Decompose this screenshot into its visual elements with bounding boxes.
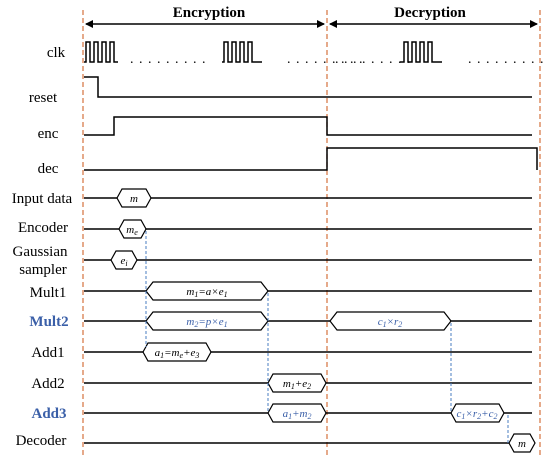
text-mult1-m1: m1=a×e1 [186,286,227,299]
text-add3-a: a1+m2 [283,408,312,421]
label-gaussian: Gaussian [13,244,68,260]
text-add1-a: a1=me+e3 [155,347,200,360]
bubble-add3-c [450,403,505,423]
text-add2-m: m1+e2 [283,378,311,391]
clk-dots-4: . . . . . . . . . [468,52,545,67]
label-decoder: Decoder [16,433,67,449]
text-add3-c: c1×r2+c2 [457,408,498,421]
bubble-decoder-m [508,433,536,453]
label-clk: clk [47,45,66,61]
wave-add2: m1+e2 [84,373,532,393]
text-mult2-m2: m2=p×e1 [186,316,227,329]
clk-dots-1: . . . . . . . . . [130,52,207,67]
wave-mult1: m1=a×e1 [84,281,532,301]
wave-clk: . . . . . . . . . . . . . . . . . . . . … [84,41,545,67]
label-encoder: Encoder [18,220,68,236]
label-mult1: Mult1 [30,285,67,301]
bubble-add1-a [142,342,212,362]
wave-add3: a1+m2 c1×r2+c2 [84,403,532,423]
wave-encoder: me [84,219,532,239]
label-reset: reset [29,90,58,106]
bubble-add2-m [267,373,327,393]
wave-enc [84,116,532,136]
signal-labels: clk reset enc dec Input data Encoder Gau… [12,45,73,449]
label-add2: Add2 [31,376,64,392]
wave-dec [84,147,538,171]
phase-decryption: Decryption [329,4,538,28]
text-sampler-ei: ei [120,255,127,268]
clk-dots-3: . . . . . . . . . [335,52,412,67]
bubble-input-m [116,188,152,208]
bubble-mult1-m1 [145,281,269,301]
text-input-m: m [130,193,138,205]
wave-decoder: m [84,433,536,453]
bubble-sampler-ei [110,250,138,270]
label-input-data: Input data [12,191,73,207]
label-sampler: sampler [19,262,66,278]
label-mult2: Mult2 [29,314,68,330]
bubble-mult2-c [329,311,452,331]
label-add1: Add1 [31,345,64,361]
phase-boundaries [82,10,541,458]
text-decoder-m: m [518,438,526,450]
phase-encryption: Encryption [85,4,325,28]
text-mult2-c: c1×r2 [378,316,403,329]
label-dec: dec [38,161,59,177]
clk-dots-2: . . . . . . . . . [287,52,364,67]
phase-label-decryption: Decryption [394,5,466,21]
wave-gaussian-sampler: ei [84,250,532,270]
bubble-encoder-me [118,219,147,239]
phase-label-encryption: Encryption [173,5,246,21]
bubble-add3-a [267,403,327,423]
wave-mult2: m2=p×e1 c1×r2 [84,311,532,331]
label-add3: Add3 [31,406,66,422]
text-encoder-me: me [126,224,138,237]
wave-add1: a1=me+e3 [84,342,532,362]
label-enc: enc [38,126,59,142]
dependency-lines [145,231,509,443]
wave-input-data: m [84,188,532,208]
wave-reset [84,76,532,98]
